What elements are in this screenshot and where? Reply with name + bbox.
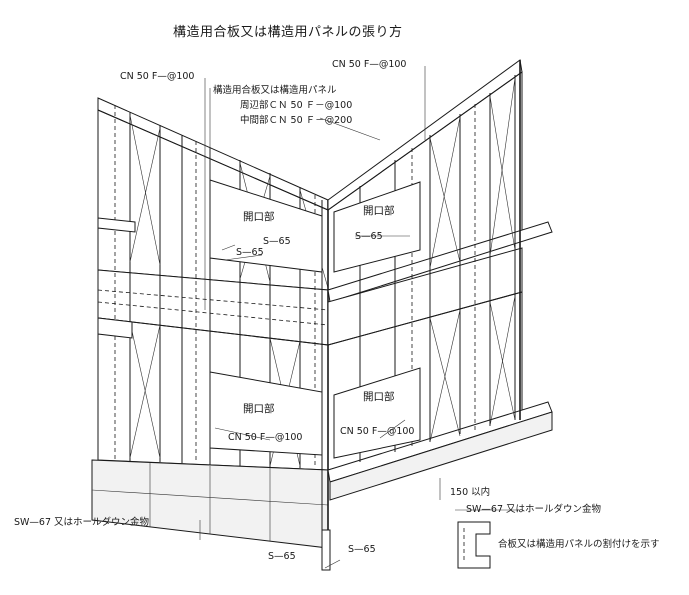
leader-lines [199,66,520,569]
label-legend: 合板又は構造用パネルの割付けを示す [498,539,660,550]
label-cn-top-right: CN 50 F—@100 [332,59,407,70]
label-s65-a: S—65 [263,236,291,247]
right-upper-opening [333,181,421,273]
diagram-title: 構造用合板又は構造用パネルの張り方 [173,25,403,40]
label-opening-upper-right: 開口部 [363,205,395,217]
label-cn-lower-right: CN 50 F—@100 [340,426,415,437]
label-s65-c: S—65 [355,231,383,242]
label-cn-lower-left: CN 50 F—@100 [228,432,303,443]
label-opening-lower-right: 開口部 [363,391,395,403]
label-middle-nailing: 中間部ＣＮ 50 Ｆ－@200 [240,115,353,126]
label-s65-d: S—65 [268,551,296,562]
label-panel: 構造用合板又は構造用パネル [213,85,337,96]
label-perimeter-nailing: 周辺部ＣＮ 50 Ｆ－@100 [240,100,353,111]
left-wall [91,97,329,549]
right-foundation [329,411,553,501]
right-lower-opening [333,367,421,459]
legend-symbol [457,521,491,569]
label-s65-b: S—65 [236,247,264,258]
label-sw67-right: SW—67 又はホールダウン金物 [466,504,602,515]
label-sw67-left: SW—67 又はホールダウン金物 [14,517,150,528]
label-opening-lower-left: 開口部 [243,403,275,415]
label-s65-e: S—65 [348,544,376,555]
label-dim-150: 150 以内 [450,487,491,498]
label-opening-upper-left: 開口部 [243,211,275,223]
label-cn-top-left: CN 50 F—@100 [120,71,195,82]
